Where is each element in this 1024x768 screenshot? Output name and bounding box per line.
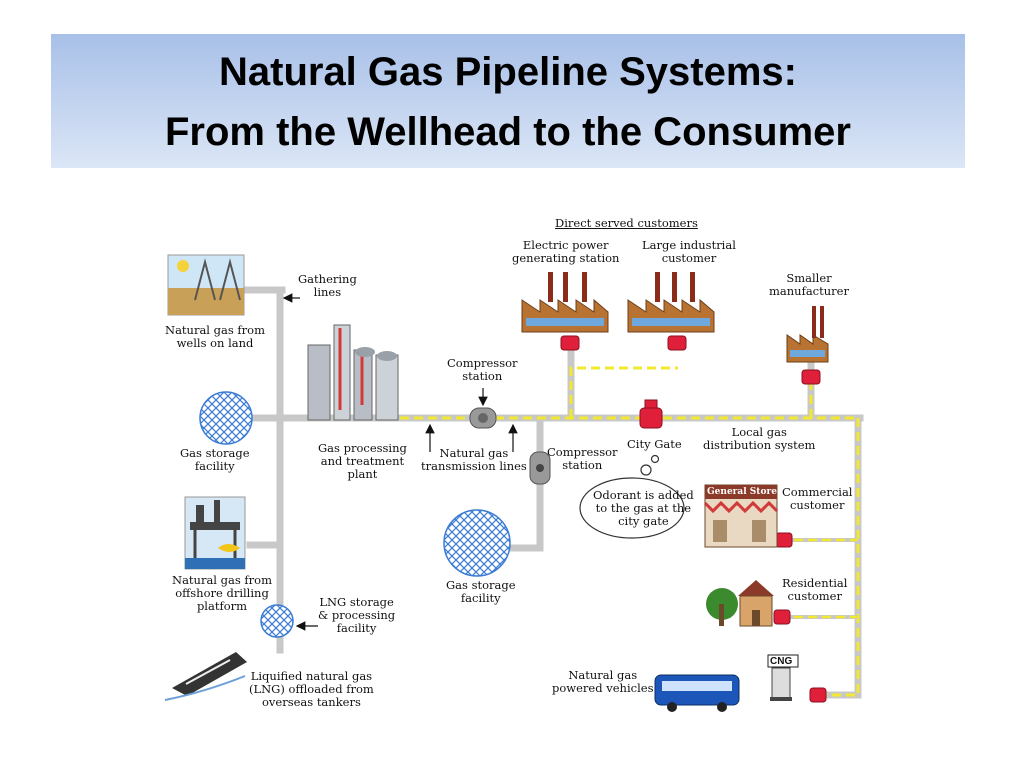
title-banner: Natural Gas Pipeline Systems: From the W… (51, 34, 965, 168)
leader-arrows (282, 293, 518, 631)
valves (560, 335, 827, 703)
wells-on-land-icon (167, 254, 245, 316)
title-line-2: From the Wellhead to the Consumer (165, 110, 851, 154)
valve-city-gate-icon (639, 399, 663, 429)
lng-tanker-icon (164, 652, 247, 701)
valve-ngv-icon (809, 687, 827, 703)
large-industrial-factory-icon (627, 272, 715, 333)
direct-served-heading: Direct served customers (555, 216, 698, 230)
offshore-platform-icon (184, 496, 246, 570)
general-store-sign: General Store (707, 487, 777, 497)
lng-storage-icon (260, 604, 294, 638)
cng-pump-icon (767, 654, 799, 701)
electric-power-factory-icon (521, 272, 609, 333)
valve-residential-icon (773, 609, 791, 625)
valve-manufacturer-icon (801, 369, 821, 385)
compressor-station-top-icon (469, 407, 497, 429)
title-line-1: Natural Gas Pipeline Systems: (218, 50, 797, 94)
odorant-thought-cloud (579, 454, 685, 539)
gas-storage-left-icon (199, 391, 253, 445)
smaller-manufacturer-factory-icon (786, 306, 829, 363)
compressor-station-mid-icon (529, 451, 551, 485)
bus-icon (654, 674, 740, 712)
valve-electric-icon (560, 335, 580, 351)
general-store-icon (703, 484, 779, 548)
processing-plant-icon (307, 324, 399, 421)
valve-commercial-icon (775, 532, 793, 548)
valve-industrial-icon (667, 335, 687, 351)
cng-sign: CNG (770, 656, 793, 667)
gas-storage-center-icon (443, 509, 511, 577)
lng-offloaded-label: Liquified natural gas(LNG) offloaded fro… (249, 669, 374, 709)
house-icon (706, 580, 774, 627)
distribution-trunk-pipe (816, 414, 862, 699)
city-gate-label: City Gate (627, 437, 682, 451)
